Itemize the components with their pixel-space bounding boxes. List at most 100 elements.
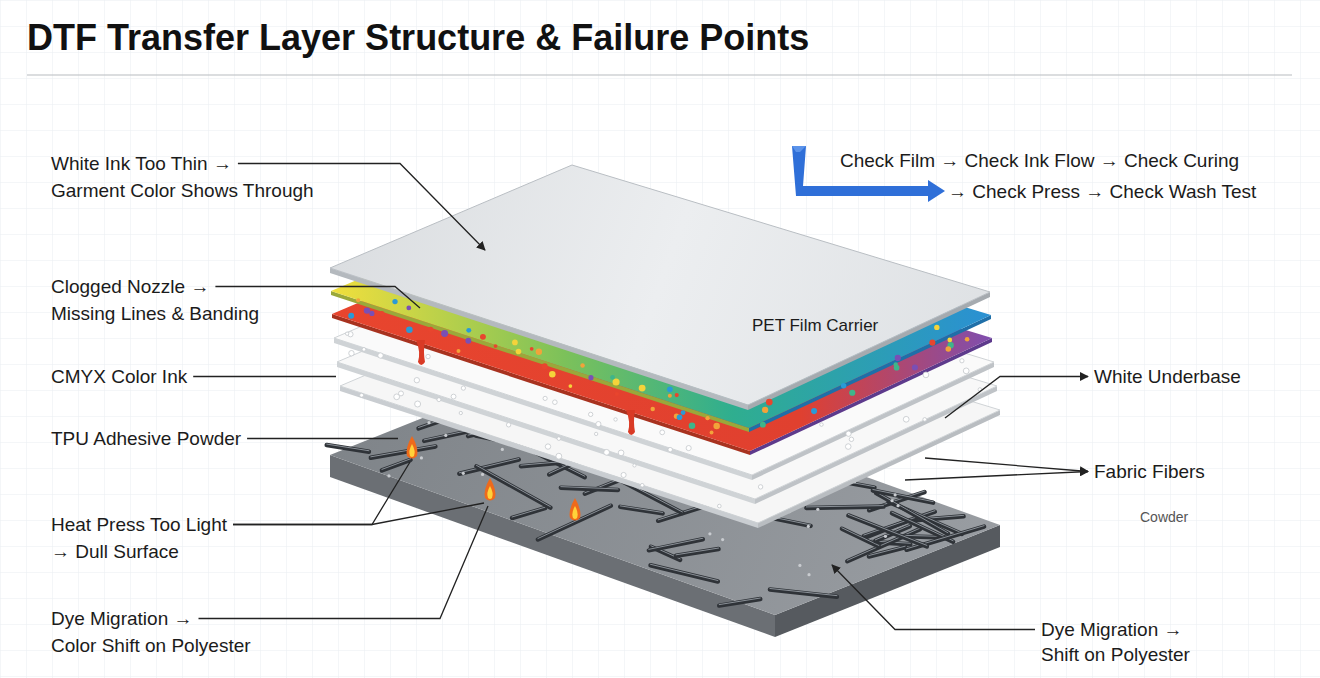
- diagram-title: DTF Transfer Layer Structure & Failure P…: [27, 14, 809, 62]
- fiber-highlight: [371, 445, 436, 456]
- fiber-highlight: [620, 506, 662, 513]
- pet-film-layer: [330, 165, 990, 405]
- powder-grain: [481, 473, 484, 476]
- fiber-rod: [512, 508, 545, 518]
- powder-grain: [718, 504, 722, 508]
- leader-line: [925, 458, 1088, 472]
- powder-grain: [345, 332, 348, 335]
- powder-grain: [660, 430, 665, 435]
- powder-grain: [594, 432, 597, 435]
- fiber-rod: [847, 529, 920, 561]
- heat-flame: [407, 436, 418, 459]
- ink-droplet: [667, 386, 673, 392]
- heat-flame: [487, 486, 492, 499]
- powder-grain: [545, 444, 550, 449]
- ink-droplet: [364, 307, 370, 313]
- fiber-rod: [649, 539, 703, 550]
- ink-droplet: [947, 338, 952, 343]
- powder-grain: [618, 450, 624, 456]
- ink-droplet: [494, 344, 498, 348]
- powder-grain: [758, 485, 762, 489]
- fiber-rod: [869, 547, 905, 556]
- powder-grain: [846, 431, 851, 436]
- ink-droplet: [760, 422, 766, 428]
- powder-grain: [923, 418, 927, 422]
- fiber-highlight: [806, 506, 883, 507]
- ink-droplet: [516, 349, 522, 355]
- fiber-highlight: [561, 487, 618, 489]
- leader-line: [238, 164, 485, 251]
- layer-name: CMYX Color Ink: [51, 363, 187, 390]
- powder-grain: [501, 448, 504, 451]
- flow-bend-arrow: [792, 146, 806, 152]
- title-rule: [27, 74, 1292, 75]
- powder-grain: [556, 453, 562, 459]
- ink-droplet: [849, 390, 855, 396]
- fiber-highlight: [873, 489, 933, 501]
- powder-grain: [589, 412, 593, 416]
- ink-droplet: [689, 422, 696, 429]
- fiber-rod: [538, 506, 611, 540]
- powder-grain: [362, 348, 366, 352]
- ink-droplet: [549, 371, 556, 378]
- fiber-rod: [907, 527, 985, 550]
- ink-droplet: [912, 364, 918, 370]
- fiber-rod: [476, 466, 550, 507]
- ink-droplet: [569, 384, 573, 388]
- fiber-highlight: [459, 459, 518, 473]
- powder-grain: [394, 394, 400, 400]
- powder-grain: [387, 474, 390, 477]
- ink-droplet: [705, 416, 709, 420]
- ink-droplet: [639, 385, 646, 392]
- powder-grain: [557, 437, 561, 441]
- powder-grain: [816, 508, 819, 511]
- powder-grain: [444, 434, 447, 437]
- ink-droplet: [356, 298, 360, 302]
- powder-grain: [506, 423, 510, 427]
- powder-grain: [890, 499, 893, 502]
- leader-line: [945, 377, 1088, 419]
- ink-droplet: [895, 355, 901, 361]
- heat-flame: [409, 444, 414, 457]
- ink-droplet: [392, 299, 397, 304]
- ink-droplet: [610, 375, 615, 380]
- ink-droplet: [710, 431, 714, 435]
- heat-flame: [570, 498, 581, 521]
- powder-grain: [426, 354, 430, 358]
- ink-droplet: [536, 349, 542, 355]
- powder-grain: [721, 538, 724, 541]
- fiber-rod: [848, 515, 926, 546]
- layer-name: Fabric Fibers: [1094, 458, 1205, 485]
- ink-droplet: [466, 328, 471, 333]
- leader-line: [832, 565, 1035, 630]
- ink-droplet: [480, 334, 486, 340]
- powder-grain: [461, 386, 465, 390]
- ink-droplet: [934, 325, 939, 330]
- fiber-rod: [620, 507, 662, 514]
- fiber-highlight: [676, 548, 718, 555]
- layer-name: PET Film Carrier: [752, 314, 878, 338]
- fiber-rod: [719, 599, 760, 606]
- ink-droplet: [677, 414, 683, 420]
- layer-name: TPU Adhesive Powder: [51, 425, 241, 452]
- failure-callout: Dye Migration → Color Shift on Polyester: [51, 605, 251, 659]
- powder-grain: [903, 416, 909, 422]
- fiber-rod: [371, 446, 436, 457]
- powder-grain: [553, 400, 558, 405]
- ink-droplet: [348, 313, 354, 319]
- ink-droplet: [894, 365, 900, 371]
- powder-grain: [614, 418, 617, 421]
- powder-grain: [960, 359, 964, 363]
- ink-droplet: [615, 392, 619, 396]
- check-step-row: Check Film → Check Ink Flow → Check Curi…: [840, 147, 1239, 174]
- powder-grain: [462, 472, 465, 475]
- powder-grain: [896, 504, 899, 507]
- fiber-rod: [650, 565, 717, 581]
- powder-grain: [807, 573, 810, 576]
- leader-lines: [193, 164, 1088, 630]
- ink-droplet: [675, 393, 679, 397]
- powder-grain: [621, 472, 626, 477]
- powder-grain: [686, 446, 691, 451]
- powder-grain: [708, 532, 711, 535]
